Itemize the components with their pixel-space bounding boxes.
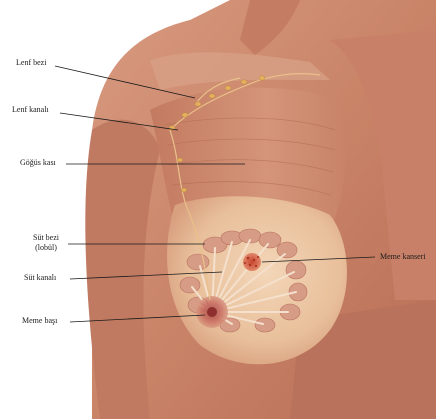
- label-chest-muscle: Göğüs kası: [20, 158, 56, 168]
- nipple: [207, 307, 217, 317]
- label-breast-cancer: Meme kanseri: [380, 252, 426, 262]
- label-nipple: Meme başı: [22, 316, 57, 326]
- label-milk-gland-line2: (lobül): [28, 243, 64, 253]
- label-milk-duct: Süt kanalı: [24, 273, 56, 283]
- label-lymph-node: Lenf bezi: [16, 58, 46, 68]
- label-milk-gland-line1: Süt bezi: [28, 233, 64, 243]
- label-milk-gland: Süt bezi (lobül): [28, 233, 64, 253]
- tumor: [243, 253, 261, 271]
- label-lymph-vessel: Lenf kanalı: [12, 105, 49, 115]
